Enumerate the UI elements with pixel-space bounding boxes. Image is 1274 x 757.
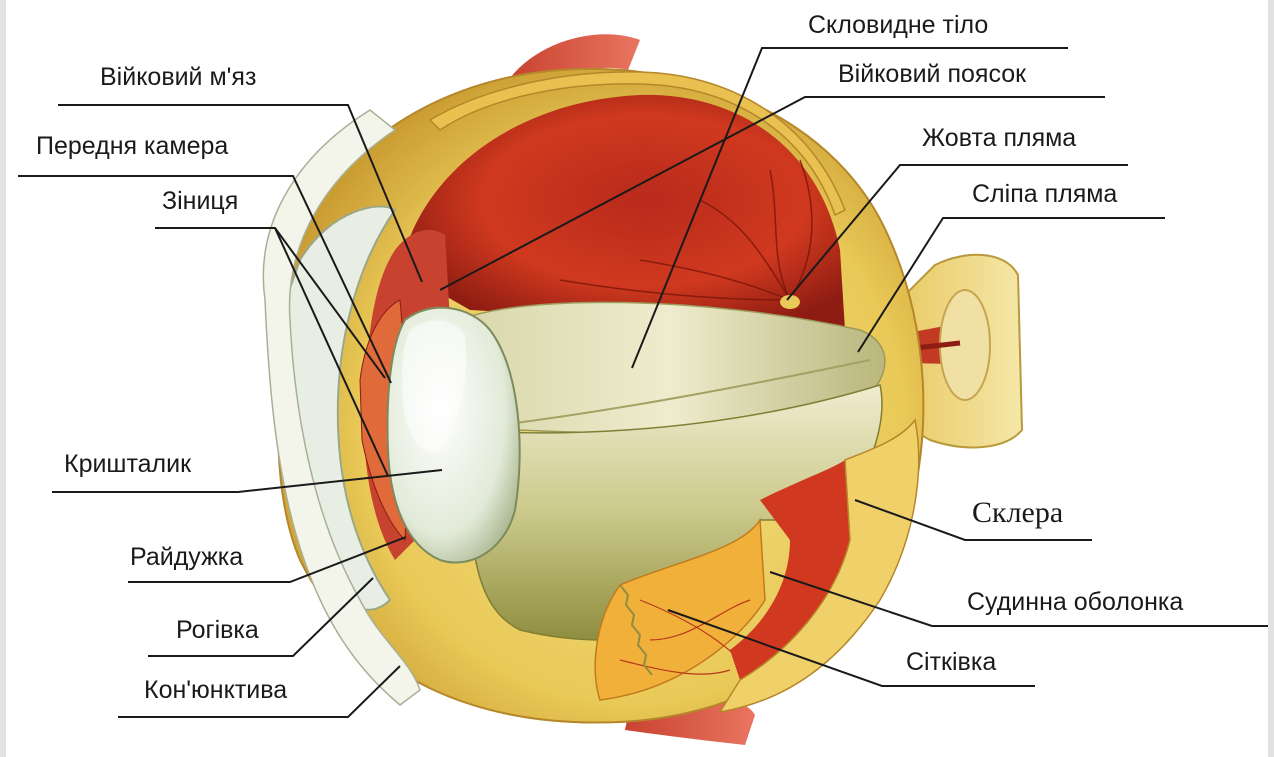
- label-pupil: Зіниця: [162, 187, 238, 215]
- label-macula: Жовта пляма: [922, 124, 1076, 152]
- label-iris: Райдужка: [130, 543, 243, 571]
- label-ciliary-muscle: Війковий м'яз: [100, 63, 256, 91]
- label-sclera: Склера: [972, 496, 1063, 529]
- label-anterior-chamber: Передня камера: [36, 132, 228, 160]
- label-cornea: Рогівка: [176, 616, 259, 644]
- label-conjunctiva: Кон'юнктива: [144, 676, 287, 704]
- label-ciliary-zonule: Війковий поясок: [838, 60, 1027, 88]
- label-lens: Кришталик: [64, 450, 192, 478]
- label-retina: Сітківка: [906, 648, 996, 676]
- label-choroid: Судинна оболонка: [967, 588, 1183, 616]
- label-blind-spot: Сліпа пляма: [972, 180, 1117, 208]
- label-vitreous-body: Скловидне тіло: [808, 11, 988, 39]
